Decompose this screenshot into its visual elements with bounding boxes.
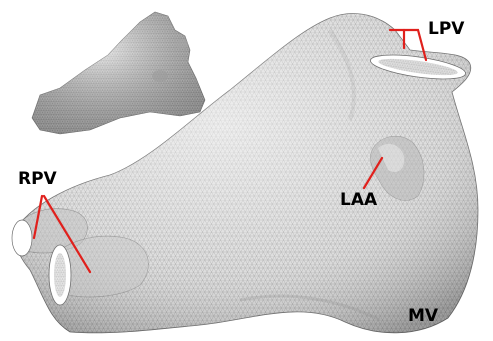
inset-mesh-view (32, 12, 205, 134)
left-atrium-mesh (12, 14, 478, 333)
label-rpv: RPV (18, 169, 58, 189)
label-lpv: LPV (428, 19, 465, 39)
label-laa: LAA (340, 190, 378, 210)
label-mv: MV (408, 306, 439, 326)
